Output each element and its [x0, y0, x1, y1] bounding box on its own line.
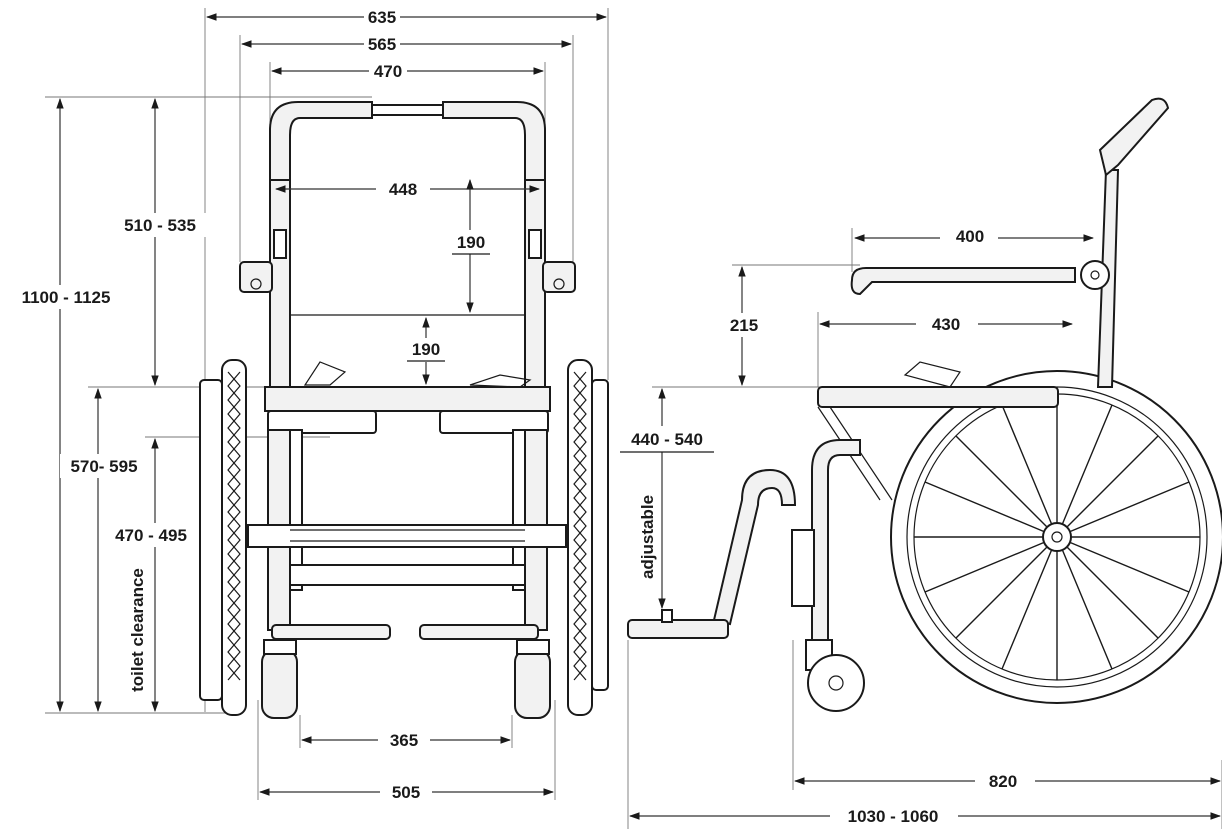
total-height-label: 1100 - 1125 — [22, 288, 111, 307]
castor-inner-width-label: 365 — [390, 731, 418, 750]
adjustable-note: adjustable — [638, 495, 657, 579]
footrest-height-label: 440 - 540 — [631, 430, 703, 449]
backrest-height-upper-label: 190 — [457, 233, 485, 252]
toilet-clearance-height-label: 470 - 495 — [115, 526, 187, 545]
overall-length-label: 1030 - 1060 — [848, 807, 939, 826]
armrest-length-label: 400 — [956, 227, 984, 246]
castor-outer-width-label: 505 — [392, 783, 420, 802]
seat-depth-label: 430 — [932, 315, 960, 334]
seat-height-label: 570- 595 — [70, 457, 137, 476]
armrest-width-label: 565 — [368, 35, 396, 54]
toilet-clearance-label: toilet clearance — [128, 568, 147, 692]
armrest-height-label: 215 — [730, 316, 758, 335]
backrest-height-lower-label: 190 — [412, 340, 440, 359]
castor-wheel-icon — [807, 654, 865, 712]
front-view: 635 565 470 448 190 190 510 - 535 1100 -… — [4, 6, 609, 804]
overall-width-label: 635 — [368, 8, 396, 27]
side-view: 400 215 430 440 - 540 adjustable 820 103… — [618, 97, 1222, 829]
backrest-inner-width-label: 448 — [389, 180, 417, 199]
wheelbase-label: 820 — [989, 772, 1017, 791]
back-height-label: 510 - 535 — [124, 216, 196, 235]
backrest-outer-width-label: 470 — [374, 62, 402, 81]
